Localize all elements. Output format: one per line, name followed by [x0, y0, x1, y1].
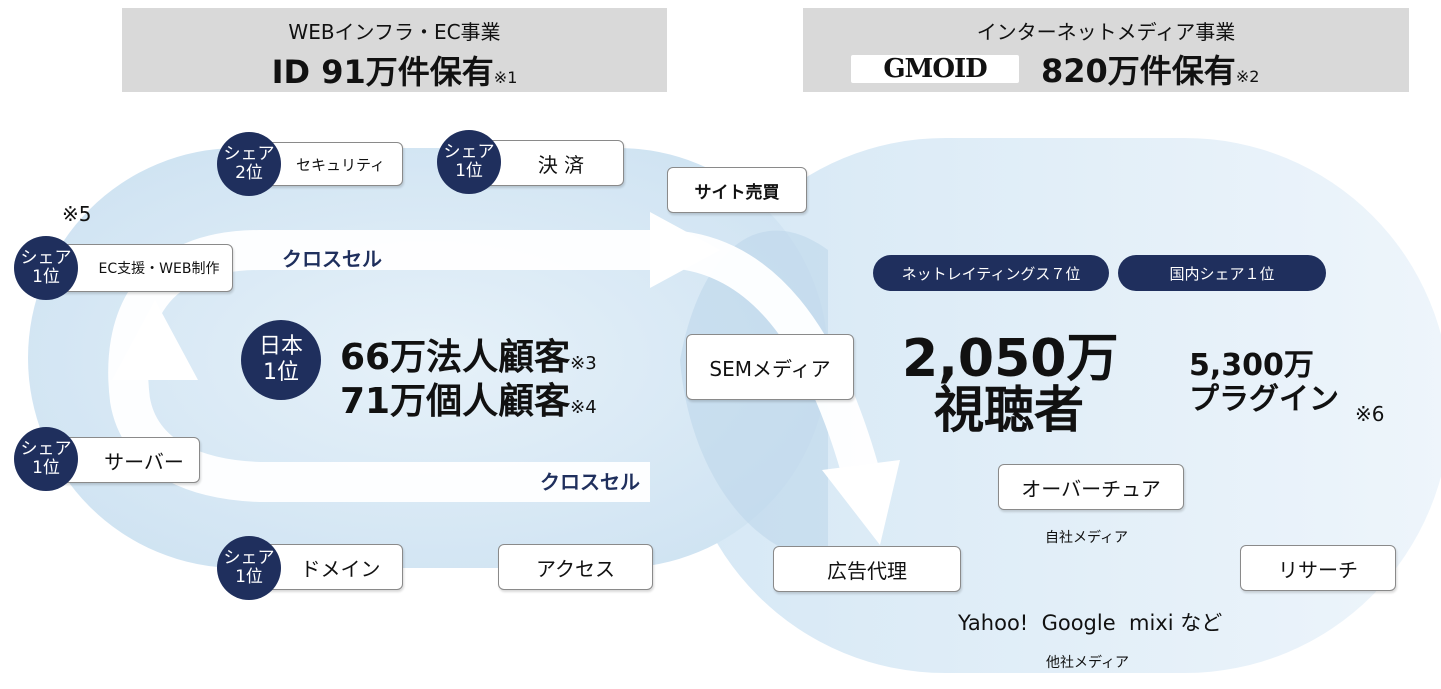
header-internet-media-subtitle: インターネットメディア事業 [976, 20, 1236, 44]
crosssell-left-arrowhead [112, 300, 198, 380]
indiv-customers: 71万個人顧客※4 [340, 372, 597, 424]
other-media-names: Yahoo! Google mixi など [958, 611, 1223, 635]
badge-text-rank: 2位 [235, 163, 263, 183]
corp-customers: 66万法人顧客※3 [340, 328, 597, 380]
header-web-infra-subtitle: WEBインフラ・EC事業 [288, 20, 501, 44]
ec-support-box: EC支援・WEB制作 [55, 244, 233, 292]
indiv-customers-note: ※4 [570, 397, 597, 418]
indiv-customers-text: 71万個人顧客 [340, 381, 571, 422]
corp-customers-text: 66万法人顧客 [340, 337, 571, 378]
badge-text-share: シェア [443, 142, 495, 162]
domestic-share-label: 国内シェア１位 [1169, 264, 1275, 283]
net-ratings-pill: ネットレイティングス７位 [873, 255, 1109, 291]
domain-label: ドメイン [300, 556, 381, 581]
header-internet-media-note: ※2 [1235, 67, 1260, 86]
badge-text-share: シェア [223, 144, 275, 164]
site-trade-box: サイト売買 [667, 167, 807, 213]
badge-text-share: シェア [20, 439, 72, 459]
badge-text-share: シェア [20, 248, 72, 268]
gmo-id-logo: GMOID [851, 54, 1019, 84]
domestic-share-pill: 国内シェア１位 [1118, 255, 1326, 291]
sem-media-box: SEMメディア [686, 334, 854, 400]
header-web-infra-note: ※1 [493, 68, 518, 87]
header-web-infra-title: ID 91万件保有 [271, 53, 494, 91]
badge-text-rank: 1位 [455, 161, 483, 181]
header-web-infra: WEBインフラ・EC事業 ID 91万件保有※1 [122, 8, 667, 92]
sem-media-label: SEMメディア [709, 356, 831, 381]
server-box: サーバー [60, 437, 200, 483]
gmo-id-logo-text: GMOID [883, 54, 987, 84]
corp-customers-note: ※3 [570, 353, 597, 374]
research-label: リサーチ [1278, 557, 1358, 582]
research-box: リサーチ [1240, 545, 1396, 591]
overture-label: オーバーチュア [1021, 476, 1161, 501]
note-5: ※5 [62, 202, 92, 226]
overture-box: オーバーチュア [998, 464, 1184, 510]
server-label: サーバー [104, 449, 184, 474]
net-ratings-label: ネットレイティングス７位 [901, 264, 1081, 283]
sem-to-ad-arrowhead [822, 460, 900, 545]
sem-to-ad-arrow [677, 231, 879, 476]
badge-text-rank: 1位 [32, 267, 60, 287]
badge-text-japan: 日本 [258, 334, 303, 359]
plugins-number: 5,300万 [1189, 348, 1314, 383]
crosssell-top-label: クロスセル [282, 247, 382, 271]
note-6: ※6 [1355, 402, 1385, 426]
ec-support-label: EC支援・WEB制作 [98, 261, 220, 277]
own-media-label: 自社メディア [1045, 530, 1129, 546]
security-label: セキュリティ [295, 155, 386, 174]
site-trade-label: サイト売買 [694, 182, 780, 203]
payment-label: 決 済 [537, 152, 585, 177]
badge-text-share: シェア [223, 548, 275, 568]
access-label: アクセス [536, 556, 615, 581]
crosssell-bottom-label: クロスセル [540, 470, 640, 494]
header-internet-media-title: 820万件保有 [1041, 52, 1236, 90]
badge-text-rank: 1位 [235, 567, 263, 587]
ad-agency-box: 広告代理 [773, 546, 961, 592]
other-media-label: 他社メディア [1046, 655, 1130, 671]
badge-text-rank: 1位 [262, 360, 299, 385]
ad-agency-label: 広告代理 [827, 558, 907, 583]
plugins-label: プラグイン [1189, 382, 1339, 417]
access-box: アクセス [498, 544, 653, 590]
viewers-number: 2,050万 [902, 329, 1119, 389]
badge-text-rank: 1位 [32, 458, 60, 478]
viewers-label: 視聴者 [934, 381, 1084, 439]
